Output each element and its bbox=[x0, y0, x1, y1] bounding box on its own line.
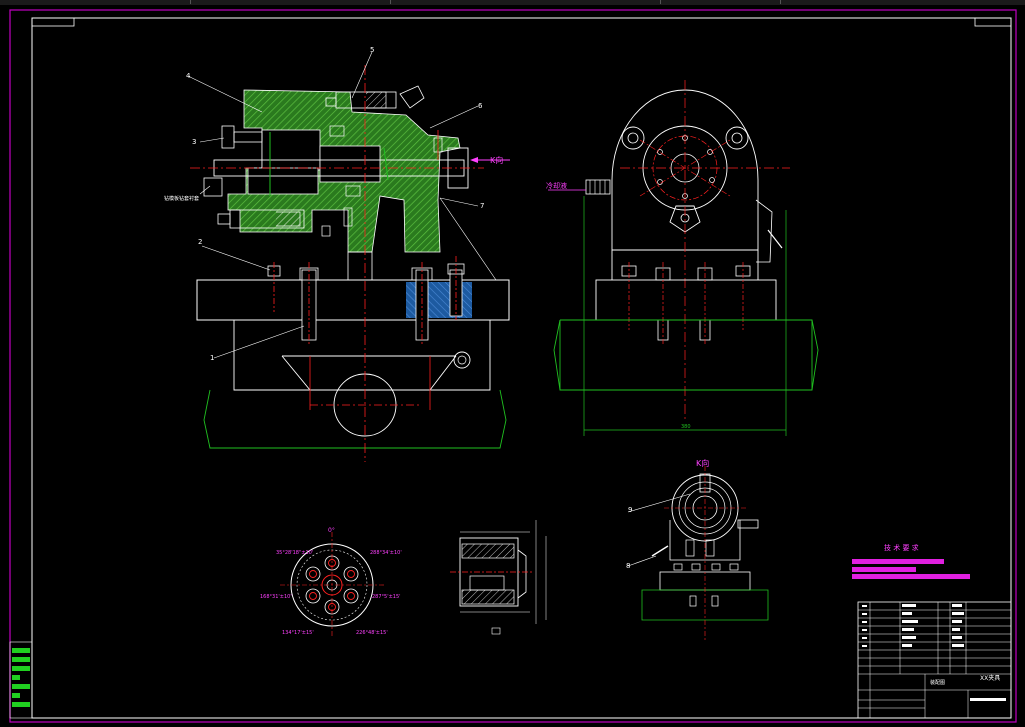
left-nut bbox=[221, 125, 235, 149]
frame-corner-box bbox=[31, 17, 75, 27]
lower-cavity bbox=[247, 167, 319, 195]
handle-knob bbox=[399, 85, 425, 109]
small-pin bbox=[329, 125, 345, 137]
left-stud bbox=[233, 131, 263, 143]
outer-frame bbox=[9, 9, 1017, 723]
top-screw-thread bbox=[366, 91, 387, 109]
toolbar-segment[interactable] bbox=[390, 0, 661, 4]
support-post bbox=[347, 251, 373, 281]
bore-cavity bbox=[261, 129, 321, 171]
angle-0: 0° bbox=[328, 527, 335, 534]
side-base-plate bbox=[595, 279, 777, 321]
part-label-7: 7 bbox=[480, 202, 484, 210]
toolbar-segment[interactable] bbox=[190, 0, 391, 4]
tech-requirements-title: 技 术 要 求 bbox=[884, 543, 919, 552]
lower-clamp-lug bbox=[669, 205, 701, 233]
k-direction-view bbox=[627, 466, 769, 642]
angle-label-2: 288°34'±10' bbox=[370, 550, 402, 556]
k-view-title: K向 bbox=[696, 458, 709, 468]
clamp-eye bbox=[621, 126, 645, 150]
gauge-block bbox=[203, 177, 223, 197]
part-label-5: 5 bbox=[370, 46, 374, 54]
bushing-line bbox=[383, 147, 389, 181]
part-name: 装配图 bbox=[930, 679, 945, 686]
angle-label-1: 35°28'18"±10' bbox=[276, 550, 313, 556]
side-machine-table bbox=[559, 319, 813, 391]
side-handle-bracket bbox=[755, 199, 773, 263]
k-view-label: K向 bbox=[490, 155, 503, 165]
side-bolt-heads bbox=[621, 265, 751, 341]
drill-plate-view bbox=[280, 532, 384, 636]
part-label-3: 3 bbox=[192, 138, 196, 146]
base-plate bbox=[196, 279, 510, 321]
toolbar-segment[interactable] bbox=[0, 0, 191, 4]
drawing-name: XX夹具 bbox=[980, 674, 1000, 682]
drill-holes bbox=[657, 135, 715, 199]
small-pin bbox=[345, 185, 361, 197]
tech-note-line-3 bbox=[852, 574, 970, 579]
angle-label-3: 168°31'±10' bbox=[260, 594, 292, 600]
title-block bbox=[857, 601, 1012, 719]
part-label-9: 9 bbox=[628, 506, 632, 514]
pedestal bbox=[233, 320, 491, 391]
inner-frame bbox=[31, 17, 1012, 719]
base-bolt bbox=[415, 269, 429, 341]
frame-corner-box bbox=[974, 17, 1012, 27]
layer-panel[interactable] bbox=[9, 641, 33, 719]
small-pin bbox=[321, 225, 331, 237]
application-top-bar bbox=[0, 0, 1025, 5]
locating-pin bbox=[453, 351, 471, 369]
base-bolt bbox=[301, 269, 317, 341]
gauge-note: 钻模板钻套衬套 bbox=[164, 195, 199, 202]
spring-screw-head bbox=[217, 213, 231, 225]
part-label-6: 6 bbox=[478, 102, 483, 110]
bushing-section bbox=[450, 520, 547, 635]
dimension-value: 380 bbox=[681, 424, 691, 430]
clamp-eye bbox=[725, 126, 749, 150]
machine-table bbox=[203, 389, 507, 449]
angle-label-6: 226°48'±15' bbox=[356, 630, 388, 636]
tech-note-line-1 bbox=[852, 559, 944, 564]
angle-label-5: 134°17'±15' bbox=[282, 630, 314, 636]
coolant-label: 冷却液 bbox=[546, 181, 567, 190]
part-label-1: 1 bbox=[210, 354, 214, 362]
spring-coil bbox=[276, 211, 301, 227]
part-label-8: 8 bbox=[626, 562, 630, 570]
side-body-outline bbox=[611, 89, 759, 251]
side-view bbox=[548, 80, 819, 436]
bore-cavity-2 bbox=[319, 145, 381, 183]
toolbar-segment[interactable] bbox=[660, 0, 781, 4]
front-section-view bbox=[187, 51, 510, 462]
angle-label-4: 287°5'±15' bbox=[372, 594, 401, 600]
coolant-plug bbox=[585, 179, 611, 195]
tech-note-line-2 bbox=[852, 567, 916, 572]
small-pin bbox=[343, 207, 353, 227]
part-label-4: 4 bbox=[186, 72, 191, 80]
v-slot bbox=[281, 355, 457, 391]
top-screw-head bbox=[325, 97, 337, 107]
leader-line bbox=[187, 75, 263, 113]
part-label-2: 2 bbox=[198, 238, 202, 246]
